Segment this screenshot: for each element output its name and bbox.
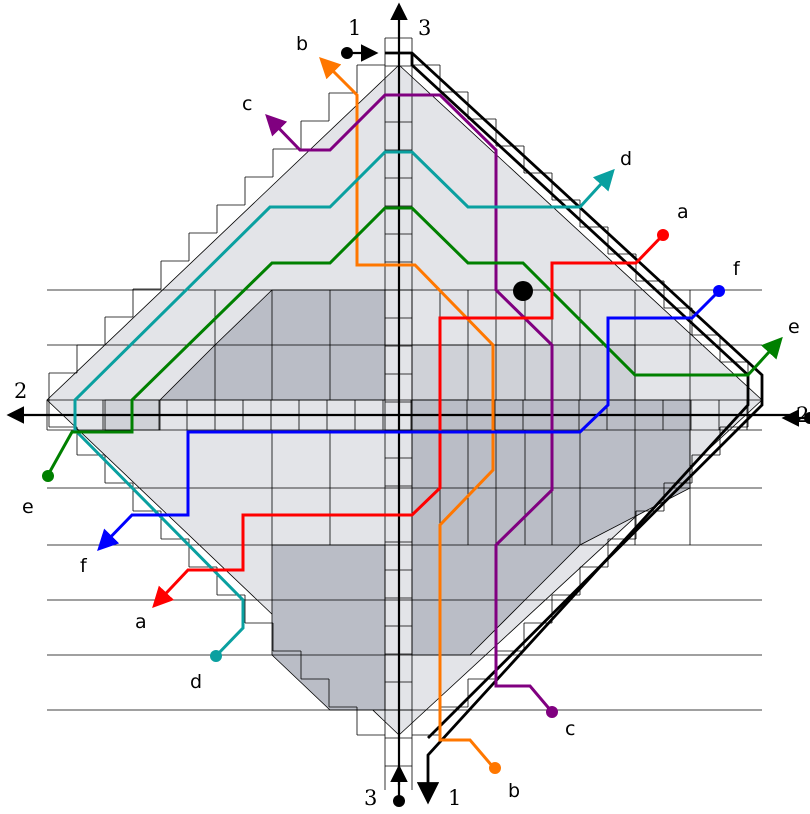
label-b-end: b: [508, 780, 520, 802]
colored-paths: [42, 57, 783, 774]
label-a-start: a: [677, 201, 689, 223]
label-c-end: c: [565, 718, 575, 740]
path-b-dot: [489, 762, 501, 774]
intersection-dot: [513, 281, 533, 301]
label-f-start: f: [733, 258, 741, 280]
path-main: [341, 44, 764, 805]
label-e-start: e: [788, 316, 800, 338]
inner-face-bottom-left: [271, 544, 386, 711]
label-a-end: a: [135, 611, 147, 633]
path-a-dot: [657, 229, 669, 241]
right-axis-dot: [804, 412, 810, 424]
path-e-dot: [42, 470, 54, 482]
path-main-line-2: [385, 51, 764, 739]
path-e-line: [46, 206, 783, 476]
axis-label-bottom-3: 3: [364, 786, 377, 810]
path-c-dot: [546, 706, 558, 718]
path-d-line: [73, 150, 615, 658]
bottom-axis-dot: [393, 795, 405, 807]
axis-label-top-1: 1: [348, 16, 361, 40]
path-main-line-3: [410, 53, 750, 805]
label-f-end: f: [80, 555, 88, 577]
labels: 1 3 3 1 2 2 b b c c d d a a f f e e: [14, 16, 809, 810]
axis-label-left-2: 2: [14, 379, 27, 403]
staircase-grid: [46, 37, 762, 790]
axis-label-top-3: 3: [418, 16, 431, 40]
axes: [6, 2, 810, 807]
path-c-line: [265, 93, 554, 713]
path-d-dot: [210, 650, 222, 662]
path-a-line: [152, 233, 665, 609]
label-e-end: e: [22, 496, 34, 518]
label-d-start: d: [620, 148, 632, 170]
axis-label-bottom-1: 1: [448, 786, 461, 810]
path-f-line: [97, 289, 721, 552]
label-c-start: c: [242, 93, 252, 115]
axis-label-right-2: 2: [796, 403, 809, 427]
path-f-dot: [713, 285, 725, 297]
label-b-start: b: [296, 33, 308, 55]
label-d-end: d: [190, 671, 202, 693]
